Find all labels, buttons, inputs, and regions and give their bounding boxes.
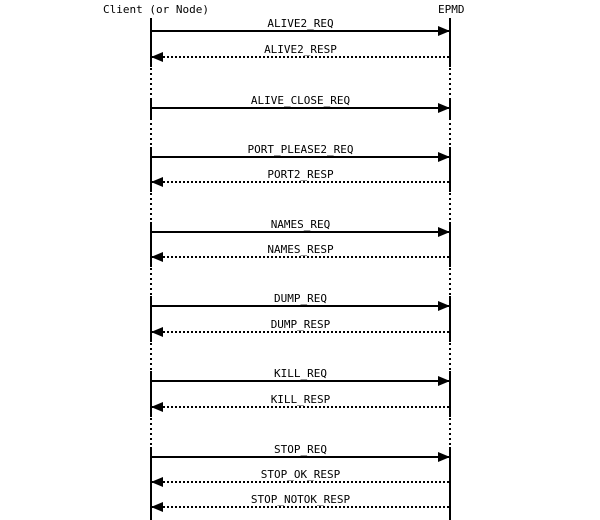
arrowhead-right-icon bbox=[438, 376, 450, 386]
lifeline-segment bbox=[150, 18, 152, 67]
message-line bbox=[151, 56, 450, 58]
participant-client-label: Client (or Node) bbox=[103, 3, 209, 16]
arrowhead-left-icon bbox=[151, 177, 163, 187]
message-label: PORT2_RESP bbox=[267, 168, 334, 181]
message-label: KILL_REQ bbox=[274, 367, 327, 380]
lifeline-segment bbox=[449, 147, 451, 192]
message-label: DUMP_REQ bbox=[274, 292, 327, 305]
message-label: STOP_OK_RESP bbox=[260, 468, 341, 481]
message-line bbox=[151, 406, 450, 408]
message-line bbox=[151, 506, 450, 508]
arrowhead-right-icon bbox=[438, 452, 450, 462]
epmd-lifeline bbox=[449, 18, 451, 520]
message-line bbox=[151, 181, 450, 183]
arrowhead-right-icon bbox=[438, 227, 450, 237]
lifeline-segment bbox=[150, 296, 152, 342]
message-line bbox=[151, 30, 450, 32]
lifeline-segment bbox=[150, 147, 152, 192]
message-line bbox=[151, 256, 450, 258]
arrowhead-right-icon bbox=[438, 26, 450, 36]
message-line bbox=[151, 107, 450, 109]
message-line bbox=[151, 380, 450, 382]
arrowhead-left-icon bbox=[151, 252, 163, 262]
message-label: STOP_REQ bbox=[274, 443, 327, 456]
participant-epmd-label: EPMD bbox=[438, 3, 465, 16]
lifeline-segment bbox=[449, 447, 451, 520]
arrowhead-left-icon bbox=[151, 502, 163, 512]
arrowhead-right-icon bbox=[438, 152, 450, 162]
message-label: ALIVE_CLOSE_REQ bbox=[250, 94, 351, 107]
message-line bbox=[151, 231, 450, 233]
message-label: STOP_NOTOK_RESP bbox=[250, 493, 351, 506]
arrowhead-right-icon bbox=[438, 301, 450, 311]
message-line bbox=[151, 456, 450, 458]
message-label: ALIVE2_REQ bbox=[267, 17, 334, 30]
message-label: KILL_RESP bbox=[270, 393, 331, 406]
lifeline-segment bbox=[449, 18, 451, 67]
message-line bbox=[151, 481, 450, 483]
message-label: PORT_PLEASE2_REQ bbox=[247, 143, 354, 156]
message-label: ALIVE2_RESP bbox=[264, 43, 337, 56]
arrowhead-right-icon bbox=[438, 103, 450, 113]
lifeline-segment bbox=[449, 98, 451, 118]
message-line bbox=[151, 305, 450, 307]
arrowhead-left-icon bbox=[151, 402, 163, 412]
lifeline-segment bbox=[449, 371, 451, 417]
lifeline-segment bbox=[150, 222, 152, 267]
lifeline-segment bbox=[449, 222, 451, 267]
arrowhead-left-icon bbox=[151, 327, 163, 337]
message-label: NAMES_REQ bbox=[270, 218, 331, 231]
message-line bbox=[151, 331, 450, 333]
lifeline-segment bbox=[449, 296, 451, 342]
message-label: DUMP_RESP bbox=[270, 318, 331, 331]
client-lifeline bbox=[150, 18, 152, 520]
arrowhead-left-icon bbox=[151, 477, 163, 487]
lifeline-segment bbox=[150, 371, 152, 417]
arrowhead-left-icon bbox=[151, 52, 163, 62]
message-line bbox=[151, 156, 450, 158]
message-label: NAMES_RESP bbox=[267, 243, 334, 256]
